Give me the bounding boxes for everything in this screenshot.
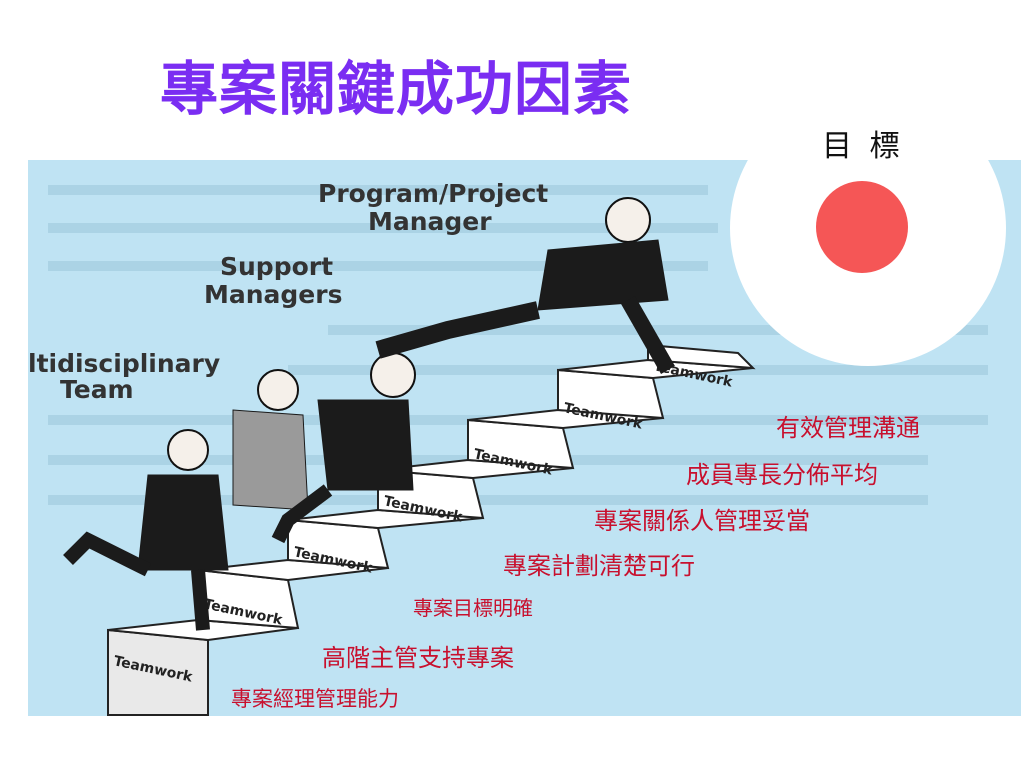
staircase-illustration: Teamwork Teamwork Teamwork Teamwork Team… [28,160,1021,716]
factor-communication: 有效管理溝通 [776,414,920,442]
caption-program-manager-2: Manager [368,207,492,236]
caption-support-2: Managers [204,280,342,309]
factor-pm-capability: 專案經理管理能力 [231,687,399,711]
factor-project-goal: 專案目標明確 [413,596,533,620]
goal-label: 目 標 [822,129,904,164]
factor-team-skills: 成員專長分佈平均 [686,461,878,489]
staircase-svg: Teamwork Teamwork Teamwork Teamwork Team… [28,160,1006,716]
factor-stakeholder-management: 專案關係人管理妥當 [594,507,810,535]
caption-support-1: Support [220,252,333,281]
factor-project-plan: 專案計劃清楚可行 [503,552,695,580]
climbing-figures [63,197,675,631]
goal-target-dot [816,181,908,273]
slide-title: 專案關鍵成功因素 [160,55,633,123]
caption-team-1: ltidisciplinary [28,349,220,378]
caption-team-2: Team [60,375,134,404]
caption-program-manager-1: Program/Project [318,179,548,208]
role-captions: Program/Project Manager Support Managers… [28,179,548,404]
factor-executive-support: 高階主管支持專案 [322,644,514,672]
